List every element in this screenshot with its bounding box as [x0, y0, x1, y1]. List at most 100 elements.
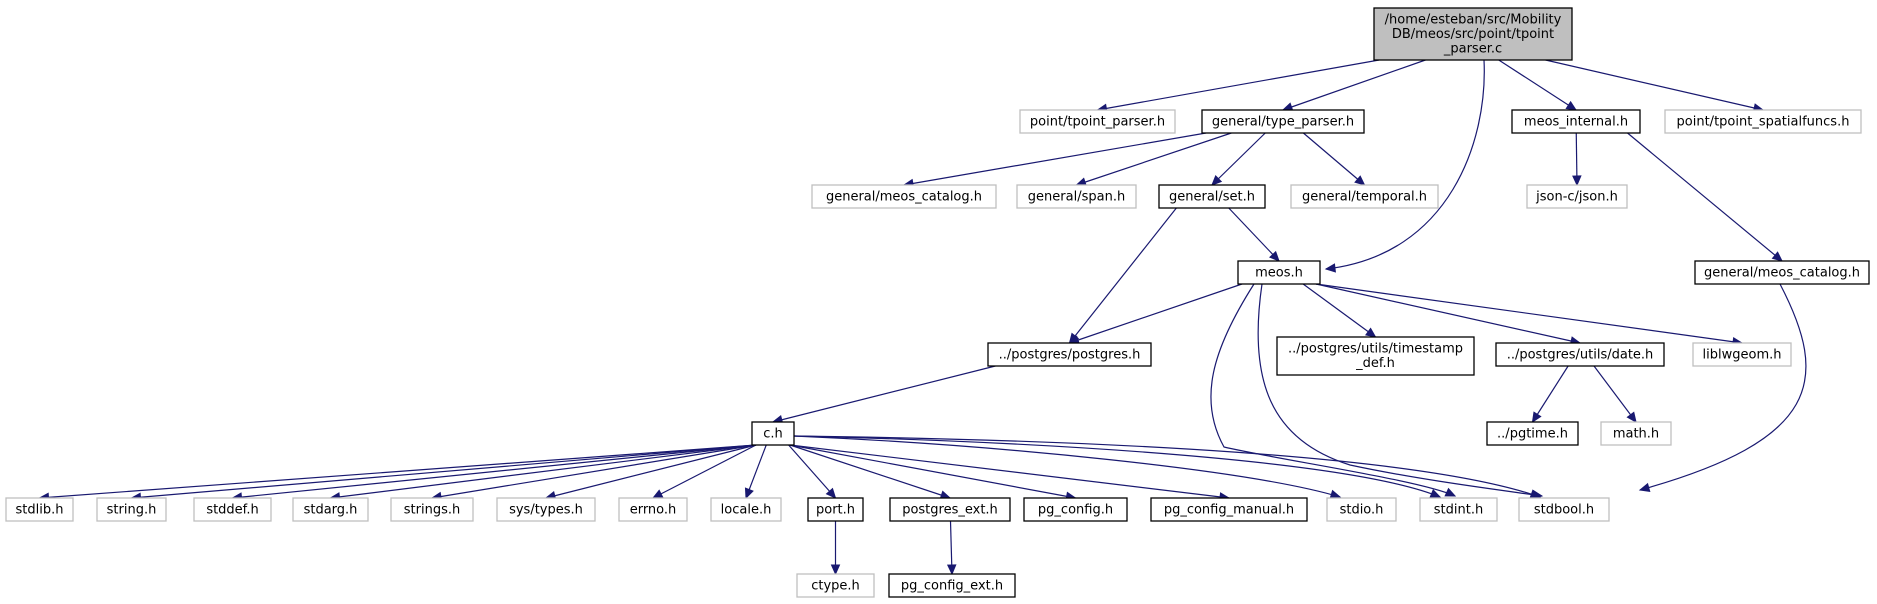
node-tpoint-parser-h: point/tpoint_parser.h — [1019, 109, 1176, 134]
node-label: ../postgres/utils/date.h — [1507, 347, 1654, 362]
node-date-h[interactable]: ../postgres/utils/date.h — [1495, 342, 1665, 367]
edge-line — [789, 444, 1230, 499]
edge-arrowhead — [1365, 327, 1377, 338]
edge-meos_internal_h-to-meos_catalog_h_2 — [1627, 132, 1783, 262]
node-box — [1290, 184, 1439, 209]
node-stdio-h: stdio.h — [1326, 497, 1397, 522]
node-label: general/span.h — [1028, 189, 1125, 204]
node-postgres-h[interactable]: ../postgres/postgres.h — [987, 342, 1152, 367]
edge-arrowhead — [1329, 489, 1342, 499]
edge-line — [1325, 59, 1485, 270]
edge-arrowhead — [946, 564, 957, 576]
edge-postgres_h-to-c_h — [771, 365, 996, 425]
node-type-parser-h[interactable]: general/type_parser.h — [1201, 109, 1365, 134]
edge-line — [793, 435, 1441, 498]
edge-arrowhead — [1269, 250, 1280, 262]
edge-c_h-to-stdlib_h — [38, 444, 757, 503]
node-tpoint-spatialfuncs-h: point/tpoint_spatialfuncs.h — [1664, 109, 1862, 134]
node-box — [888, 573, 1016, 598]
node-c-h[interactable]: c.h — [751, 421, 795, 446]
node-label: stdint.h — [1434, 502, 1483, 517]
edge-c_h-to-stddef_h — [231, 444, 757, 502]
edge-arrowhead — [1444, 487, 1457, 497]
node-label: general/meos_catalog.h — [1704, 265, 1860, 280]
node-label: stdarg.h — [304, 502, 358, 517]
node-meos-h[interactable]: meos.h — [1237, 260, 1321, 285]
edge-line — [232, 444, 757, 499]
node-label: stdbool.h — [1534, 502, 1594, 517]
node-box — [796, 573, 875, 598]
edge-line — [1097, 59, 1380, 111]
node-math-h: math.h — [1600, 421, 1672, 446]
edge-line — [903, 132, 1207, 186]
node-label: general/type_parser.h — [1212, 114, 1354, 129]
edge-meos_h-to-timestamp_def_h — [1302, 283, 1377, 338]
edge-arrowhead — [830, 564, 841, 576]
node-strings-h: strings.h — [390, 497, 474, 522]
node-box — [1694, 260, 1870, 285]
edge-line — [788, 444, 836, 499]
node-label: c.h — [763, 426, 783, 441]
node-pg-config-h[interactable]: pg_config.h — [1023, 497, 1128, 522]
edge-line — [1302, 132, 1365, 186]
node-meos-internal-h[interactable]: meos_internal.h — [1511, 109, 1641, 134]
nodes-layer: /home/esteban/src/MobilityDB/meos/src/po… — [5, 7, 1870, 598]
node-label: math.h — [1613, 426, 1659, 441]
node-stdbool-h: stdbool.h — [1518, 497, 1610, 522]
node-port-h[interactable]: port.h — [807, 497, 864, 522]
node-box — [5, 497, 74, 522]
node-pgtime-h[interactable]: ../pgtime.h — [1486, 421, 1579, 446]
node-label: sys/types.h — [509, 502, 583, 517]
node-postgres-ext-h[interactable]: postgres_ext.h — [889, 497, 1011, 522]
node-label: ../pgtime.h — [1497, 426, 1568, 441]
node-timestamp-def-h[interactable]: ../postgres/utils/timestamp_def.h — [1276, 336, 1475, 376]
node-label: json-c/json.h — [1535, 189, 1618, 204]
edge-arrowhead — [651, 489, 664, 499]
edge-arrowhead — [1324, 263, 1336, 273]
node-label: stddef.h — [206, 502, 258, 517]
node-meos-catalog-h-2[interactable]: general/meos_catalog.h — [1694, 260, 1870, 285]
edge-arrowhead — [1626, 411, 1637, 423]
node-box — [292, 497, 369, 522]
node-box — [1518, 497, 1610, 522]
edge-line — [1257, 283, 1543, 497]
node-box — [1495, 342, 1665, 367]
edge-arrowhead — [1429, 488, 1442, 498]
edge-arrowhead — [1572, 175, 1582, 187]
node-label: pg_config_manual.h — [1164, 502, 1294, 517]
node-box — [96, 497, 167, 522]
node-label: _parser.c — [1443, 41, 1502, 56]
edge-line — [652, 444, 757, 499]
node-pg-config-ext-h[interactable]: pg_config_ext.h — [888, 573, 1016, 598]
edges-layer — [38, 59, 1807, 576]
edge-line — [1069, 283, 1243, 344]
edge-type_parser_h-to-meos_catalog_h_1 — [902, 132, 1207, 189]
edge-root-to-tpoint_parser_h — [1096, 59, 1380, 114]
node-set-h[interactable]: general/set.h — [1158, 184, 1266, 209]
node-errno-h: errno.h — [618, 497, 688, 522]
edge-type_parser_h-to-set_h — [1211, 132, 1266, 186]
node-temporal-h: general/temporal.h — [1290, 184, 1439, 209]
edge-line — [793, 435, 1341, 498]
edge-arrowhead — [1771, 251, 1783, 262]
edge-arrowhead — [1638, 482, 1651, 493]
node-box — [496, 497, 596, 522]
node-label: string.h — [107, 502, 157, 517]
node-pg-config-manual-h[interactable]: pg_config_manual.h — [1150, 497, 1308, 522]
edge-line — [1531, 365, 1569, 423]
edge-postgres_ext_h-to-pg_config_ext_h — [946, 520, 957, 576]
edge-root-to-meos_h — [1324, 59, 1485, 273]
edge-line — [1076, 132, 1232, 186]
node-root[interactable]: /home/esteban/src/MobilityDB/meos/src/po… — [1373, 7, 1573, 61]
node-box — [1016, 184, 1137, 209]
edge-meos_internal_h-to-json_h — [1572, 132, 1582, 187]
node-label: postgres_ext.h — [902, 502, 998, 517]
edge-line — [1210, 283, 1456, 497]
edge-c_h-to-postgres_ext_h — [789, 444, 952, 500]
edge-line — [1315, 283, 1743, 344]
node-label: stdio.h — [1340, 502, 1384, 517]
edge-line — [1069, 207, 1177, 344]
node-string-h: string.h — [96, 497, 167, 522]
node-label: _def.h — [1355, 356, 1395, 371]
